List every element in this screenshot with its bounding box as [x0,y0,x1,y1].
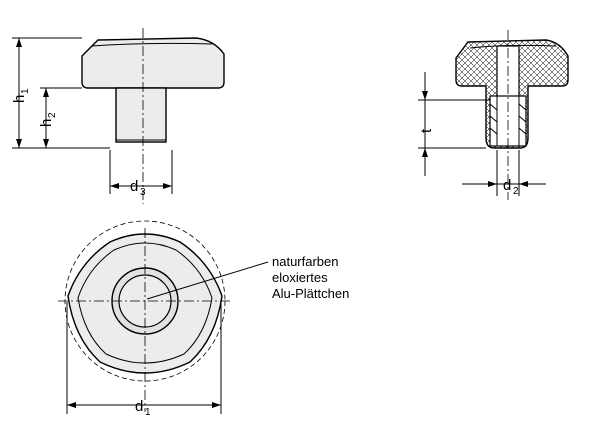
d1-subscript: 1 [145,407,151,418]
dimension-d3: d 3 [109,150,173,198]
d3-subscript: 3 [140,187,146,198]
d3-label: d [130,178,138,195]
note-line-3: Alu-Plättchen [272,286,349,301]
section-view [455,30,569,200]
side-view [81,28,225,204]
dimension-h1: h 1 [11,37,110,149]
alu-disc-annotation: naturfarben eloxiertes Alu-Plättchen [146,254,349,301]
t-label: t [418,128,435,133]
knob-head [81,37,225,89]
h1-subscript: 1 [20,88,31,94]
note-line-1: naturfarben [272,254,339,269]
note-line-2: eloxiertes [272,270,328,285]
h2-label: h [38,119,55,127]
knob-shank [115,87,167,143]
d2-label: d [503,177,511,194]
h1-label: h [11,95,28,103]
top-view [58,220,232,412]
dimension-d1: d 1 [66,302,222,418]
dimension-h2: h 2 [38,87,82,148]
d2-subscript: 2 [513,186,519,197]
d1-label: d [135,398,143,415]
dimension-d2: d 2 [462,150,546,197]
annotation-leader [146,261,269,300]
dimension-t: t [418,72,490,176]
h2-subscript: 2 [47,112,58,118]
